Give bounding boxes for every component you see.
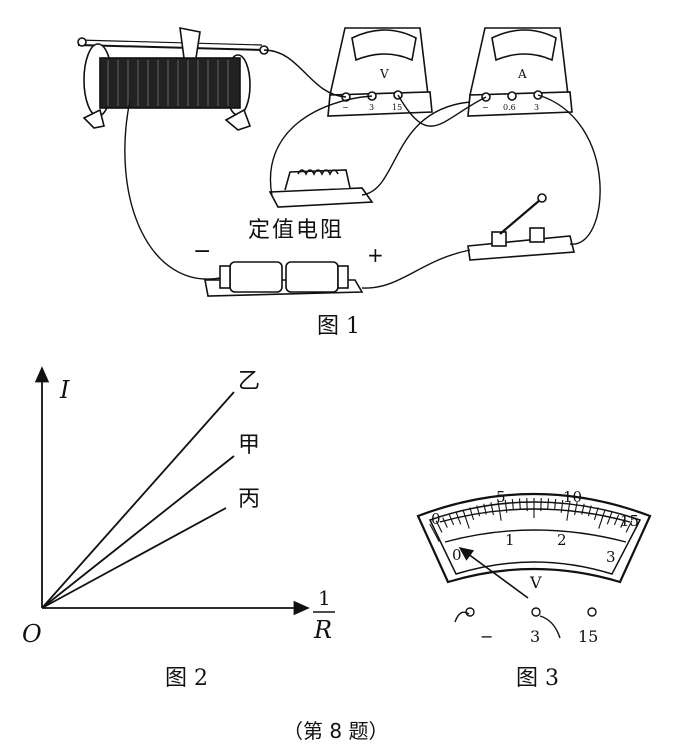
dial-terminal-minus: − (480, 627, 493, 646)
line-bing (41, 507, 227, 609)
x-axis-label-denominator: R (313, 616, 332, 644)
dial-tick (455, 511, 462, 525)
figure-2-graph (34, 366, 310, 616)
dial-tick (490, 502, 494, 516)
dial-upper-0: 0 (431, 510, 441, 528)
dial-inner-frame (428, 501, 642, 575)
dial-tick (628, 523, 639, 542)
figure-1-circuit (77, 26, 601, 297)
dial-tick (598, 509, 606, 529)
dial-meter-symbol: V (529, 573, 542, 592)
y-axis-label: I (59, 376, 70, 404)
voltmeter-terminal-minus: − (342, 103, 349, 112)
dial-tick (497, 500, 502, 521)
fixed-resistor (268, 169, 374, 208)
figure-1-caption: 图 1 (317, 314, 360, 339)
dial-tick (606, 511, 613, 525)
sliding-rheostat (77, 26, 269, 131)
ammeter (467, 27, 573, 117)
dial-tick (625, 520, 633, 533)
dial-lower-3: 3 (606, 548, 616, 566)
dial-upper-10: 10 (563, 488, 582, 506)
battery (204, 261, 364, 297)
dial-terminal-15: 15 (578, 627, 598, 646)
wires (124, 49, 601, 289)
dial-tick (518, 498, 521, 510)
battery-negative-label: − (193, 239, 211, 264)
dial-tick (483, 503, 487, 515)
dial-ticks (429, 498, 639, 542)
dial-tick (504, 499, 508, 513)
x-axis-label-numerator: 1 (318, 586, 331, 610)
voltmeter-terminal-3: 3 (369, 103, 374, 112)
dial-tick (581, 503, 585, 515)
dial-upper-5: 5 (496, 488, 506, 506)
dial-lower-2: 2 (557, 531, 567, 549)
dial-tick (547, 498, 550, 510)
switch (467, 193, 576, 261)
voltmeter-symbol: V (379, 67, 389, 81)
dial-terminal-3: 3 (530, 627, 540, 646)
ammeter-terminal-3: 3 (534, 103, 539, 112)
ammeter-terminal-0.6: 0.6 (503, 103, 516, 112)
fixed-resistor-label: 定值电阻 (248, 218, 344, 243)
dial-scale-arc-lower (444, 529, 627, 543)
figure-3-voltmeter-dial (416, 492, 652, 639)
line-label-yi: 乙 (238, 369, 260, 394)
dial-outer-frame (416, 492, 652, 584)
dial-tick (511, 499, 514, 511)
ammeter-terminal-minus: − (482, 103, 489, 112)
dial-tick (476, 505, 481, 517)
voltmeter-terminal-15: 15 (392, 103, 402, 112)
dial-tick (469, 507, 475, 521)
dial-tick (429, 523, 440, 542)
dial-tick (613, 514, 620, 526)
dial-tick (587, 505, 592, 517)
origin-label: O (22, 620, 42, 648)
dial-tick (448, 514, 455, 526)
dial-tick (566, 500, 571, 521)
voltmeter (327, 27, 433, 117)
dial-tick (462, 509, 470, 529)
dial-lower-0: 0 (452, 546, 462, 564)
dial-upper-15: 15 (620, 512, 639, 530)
dial-tick (593, 507, 599, 521)
dial-tick (554, 499, 557, 511)
line-label-jia: 甲 (238, 433, 260, 458)
dial-lower-1: 1 (505, 531, 515, 549)
dial-pointer (458, 547, 529, 599)
line-label-bing: 丙 (238, 487, 260, 512)
dial-tick (560, 499, 564, 513)
dial-terminals (454, 607, 597, 639)
problem-caption: （第 8 题） (283, 719, 388, 743)
ammeter-symbol: A (517, 67, 527, 81)
line-jia (41, 455, 235, 609)
figure-3-caption: 图 3 (516, 666, 559, 691)
battery-positive-label: + (367, 243, 384, 267)
line-yi (41, 391, 235, 609)
dial-tick (442, 517, 448, 528)
dial-tick (435, 520, 443, 533)
figure-2-caption: 图 2 (165, 666, 208, 691)
dial-tick (620, 517, 626, 528)
dial-tick (574, 502, 578, 516)
